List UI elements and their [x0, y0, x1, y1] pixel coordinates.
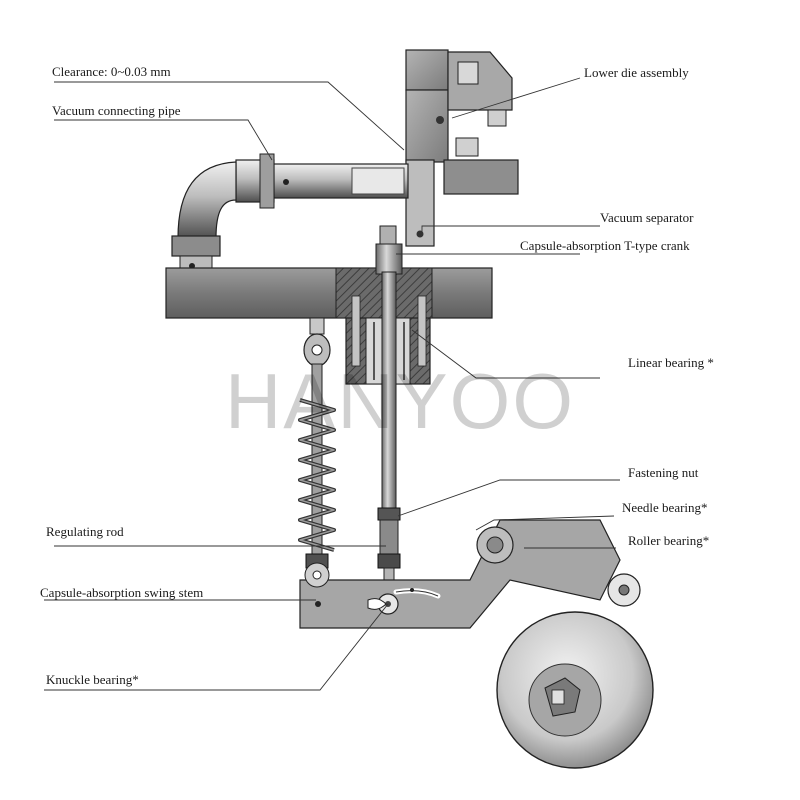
cam	[496, 611, 654, 769]
label-t-type-crank: Capsule-absorption T-type crank	[520, 238, 690, 253]
label-vacuum-connecting-pipe: Vacuum connecting pipe	[52, 103, 181, 118]
label-fastening-nut: Fastening nut	[628, 465, 699, 480]
roller-bearing	[607, 573, 641, 607]
label-knuckle-bearing: Knuckle bearing*	[46, 672, 139, 687]
label-regulating-rod: Regulating rod	[46, 524, 124, 539]
label-vacuum-separator: Vacuum separator	[600, 210, 694, 225]
lower-die-assembly	[405, 49, 519, 195]
label-swing-stem: Capsule-absorption swing stem	[40, 585, 203, 600]
needle-bearing	[377, 519, 401, 587]
label-roller-bearing: Roller bearing*	[628, 533, 709, 548]
leader-lines	[44, 77, 620, 691]
label-needle-bearing: Needle bearing*	[622, 500, 708, 515]
watermark: HANYOO	[225, 357, 575, 445]
vacuum-separator	[405, 159, 435, 247]
roller-bearing-upper	[476, 526, 514, 564]
label-lower-die-assembly: Lower die assembly	[584, 65, 689, 80]
fastening-nut	[377, 507, 401, 521]
label-linear-bearing: Linear bearing *	[628, 355, 714, 370]
label-clearance: Clearance: 0~0.03 mm	[52, 64, 171, 79]
t-type-crank	[375, 225, 403, 513]
vacuum-connecting-pipe	[171, 153, 409, 271]
main-plate	[165, 267, 493, 319]
